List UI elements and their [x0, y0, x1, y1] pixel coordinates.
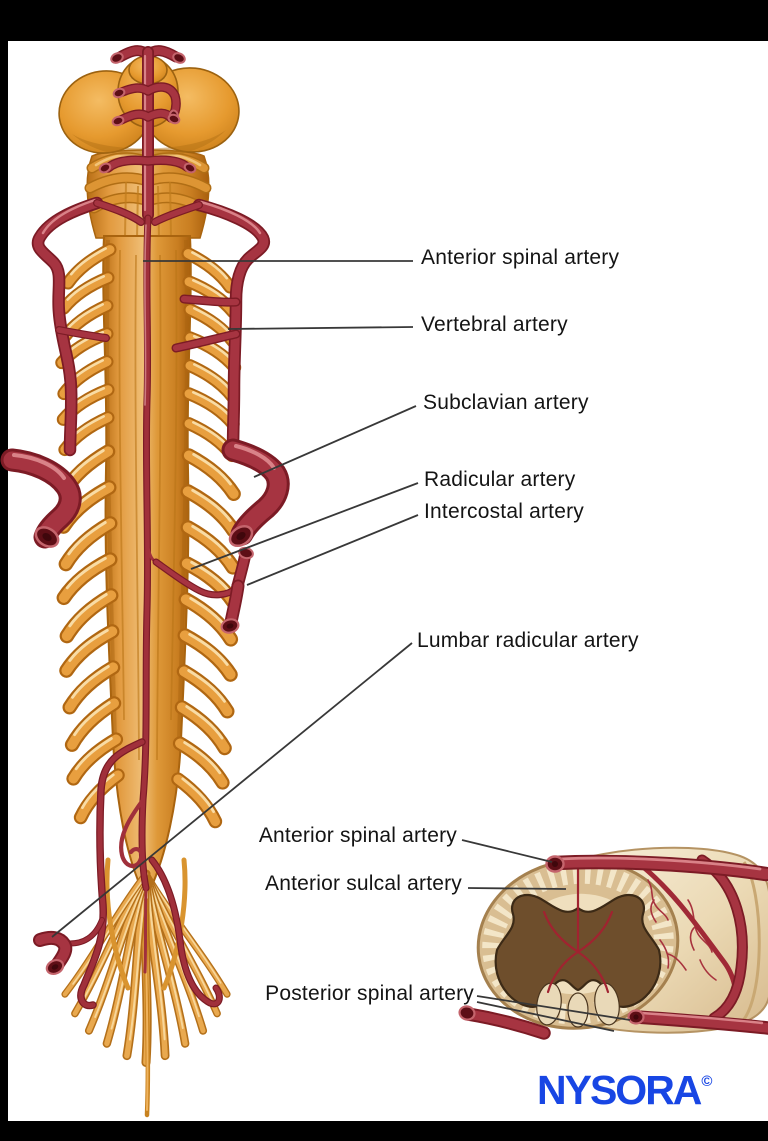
- leader-line: [246, 514, 419, 586]
- leader-line: [51, 642, 413, 938]
- brainstem-and-cord: [0, 45, 290, 1118]
- basilar-artery: [98, 45, 197, 221]
- vertebral-arteries: [31, 196, 271, 457]
- intercostal-and-radicular-arteries: [146, 546, 254, 634]
- leader-line: [476, 995, 631, 1021]
- leader-line: [476, 1001, 615, 1032]
- pial-capillaries: [647, 879, 717, 981]
- leader-line: [461, 839, 553, 863]
- vasocorona-vessel: [698, 856, 747, 1022]
- anterior-sulcal-artery-vessel: [542, 868, 614, 994]
- leader-line: [253, 405, 417, 478]
- leader-line: [227, 326, 414, 330]
- cord-cross-section: [458, 846, 768, 1040]
- leader-lines: [51, 260, 631, 1032]
- posterior-spinal-artery-tubes: [458, 1005, 768, 1040]
- lumbar-arteries: [33, 738, 223, 1010]
- anterior-spinal-artery: [93, 199, 203, 974]
- leader-line: [190, 482, 419, 570]
- subclavian-arteries: [0, 438, 290, 549]
- anterior-spinal-artery-tube: [545, 854, 768, 882]
- leader-line: [467, 887, 567, 890]
